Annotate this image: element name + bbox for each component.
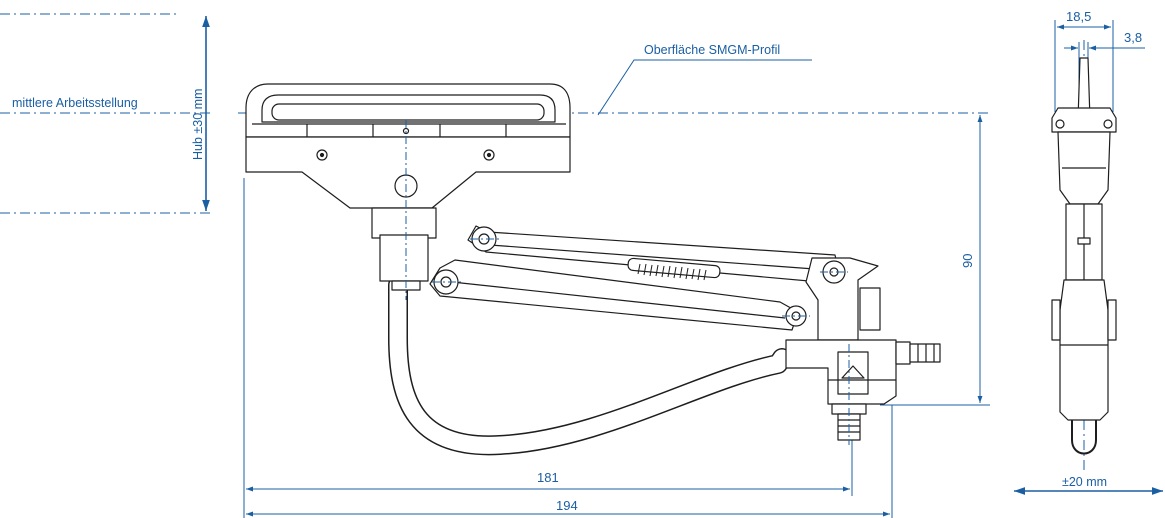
- label-dim-18-5: 18,5: [1066, 9, 1091, 24]
- side-screw-right-icon: [1103, 119, 1113, 129]
- bracket-post: [379, 234, 429, 282]
- side-stem-pin: [1077, 237, 1091, 245]
- side-shoe: [1051, 107, 1117, 133]
- bracket-neck: [371, 207, 437, 239]
- contact-shoe-inner: [261, 94, 556, 123]
- side-housing-clip-left: [1051, 299, 1061, 341]
- contact-carbon: [271, 103, 545, 121]
- label-oberflaeche: Oberfläche SMGM-Profil: [644, 43, 780, 57]
- holder-screw-right-dot: [486, 152, 492, 158]
- cable-gland-nozzle: [909, 343, 941, 363]
- label-hub: Hub ±30 mm: [191, 89, 205, 160]
- cable-inner: [389, 276, 791, 454]
- upper-arm-edge: [489, 244, 829, 271]
- label-dim-90: 90: [960, 254, 975, 268]
- bracket-plate: [859, 287, 881, 331]
- surface-leader: [597, 59, 812, 116]
- label-dim-3-8: 3,8: [1124, 30, 1142, 45]
- side-screw-left-icon: [1055, 119, 1065, 129]
- label-dim-181: 181: [537, 470, 559, 485]
- label-mittlere-arbeitsstellung: mittlere Arbeitsstellung: [12, 96, 138, 110]
- label-dim-194: 194: [556, 498, 578, 513]
- connector-latch-icon: [841, 365, 865, 379]
- label-pm20: ±20 mm: [1062, 475, 1107, 489]
- side-housing: [1059, 279, 1109, 421]
- collector-front-view: [245, 83, 941, 456]
- cable-gland: [895, 341, 911, 365]
- holder-screw-left-dot: [319, 152, 325, 158]
- lower-arm-edge: [451, 281, 786, 319]
- collector-side-view: [1051, 57, 1117, 455]
- front-centerlines: [405, 120, 850, 445]
- dimension-lines: [0, 13, 1163, 518]
- spring-coils: [637, 263, 707, 281]
- side-cable: [1071, 280, 1097, 455]
- spring: [627, 257, 721, 279]
- labels: mittlere Arbeitsstellung Hub ±30 mm Ober…: [12, 9, 1142, 513]
- side-housing-clip-right: [1107, 299, 1117, 341]
